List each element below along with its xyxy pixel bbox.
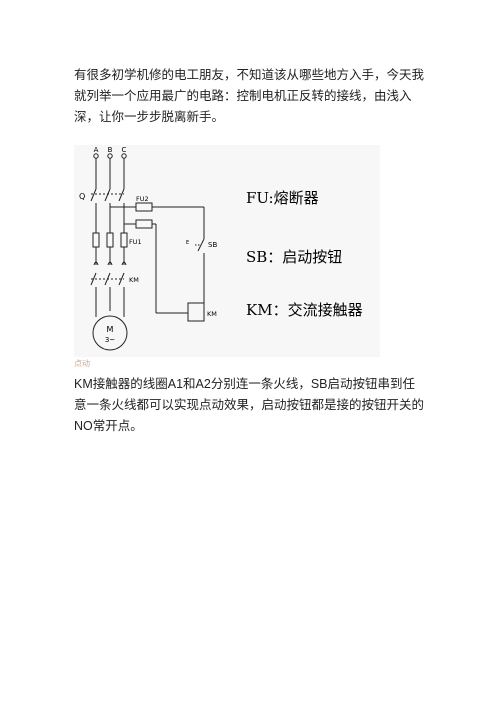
fuse1-label: FU1 bbox=[129, 238, 142, 246]
motor-symbol bbox=[92, 315, 128, 351]
fuse2-label: FU2 bbox=[136, 195, 149, 203]
figure-caption: 点动 bbox=[74, 359, 90, 368]
coil-km bbox=[187, 302, 205, 322]
km-main-contact bbox=[90, 272, 97, 286]
motor-label: M bbox=[107, 325, 114, 334]
contactor-label: KM bbox=[129, 276, 139, 284]
button-label: SB bbox=[208, 241, 217, 249]
intro-paragraph: 有很多初学机修的电工朋友，不知道该从哪些地方入手，今天我就列举一个应用最广的电路… bbox=[74, 67, 425, 124]
phase-label-c: C bbox=[122, 146, 127, 154]
legend-sb: SB：启动按钮 bbox=[246, 248, 342, 266]
button-mark: E bbox=[186, 240, 189, 246]
legend-km: KM：交流接触器 bbox=[246, 301, 363, 319]
legend-fu: FU:熔断器 bbox=[246, 189, 319, 207]
switch-label: Q bbox=[79, 192, 85, 201]
coil-label: KM bbox=[207, 310, 217, 318]
motor-sub-label: 3~ bbox=[105, 336, 115, 344]
motor-jog-circuit-diagram: A B C Q FU2 FU1 KM E SB KM M 3~ FU:熔断器 S… bbox=[74, 145, 380, 357]
explanation-paragraph: KM接触器的线圈A1和A2分别连一条火线，SB启动按钮串到任意一条火线都可以实现… bbox=[74, 377, 425, 433]
switch-q-contact bbox=[90, 188, 97, 202]
phase-label-b: B bbox=[108, 146, 113, 154]
phase-label-a: A bbox=[94, 146, 99, 154]
start-button-sb bbox=[197, 238, 205, 252]
